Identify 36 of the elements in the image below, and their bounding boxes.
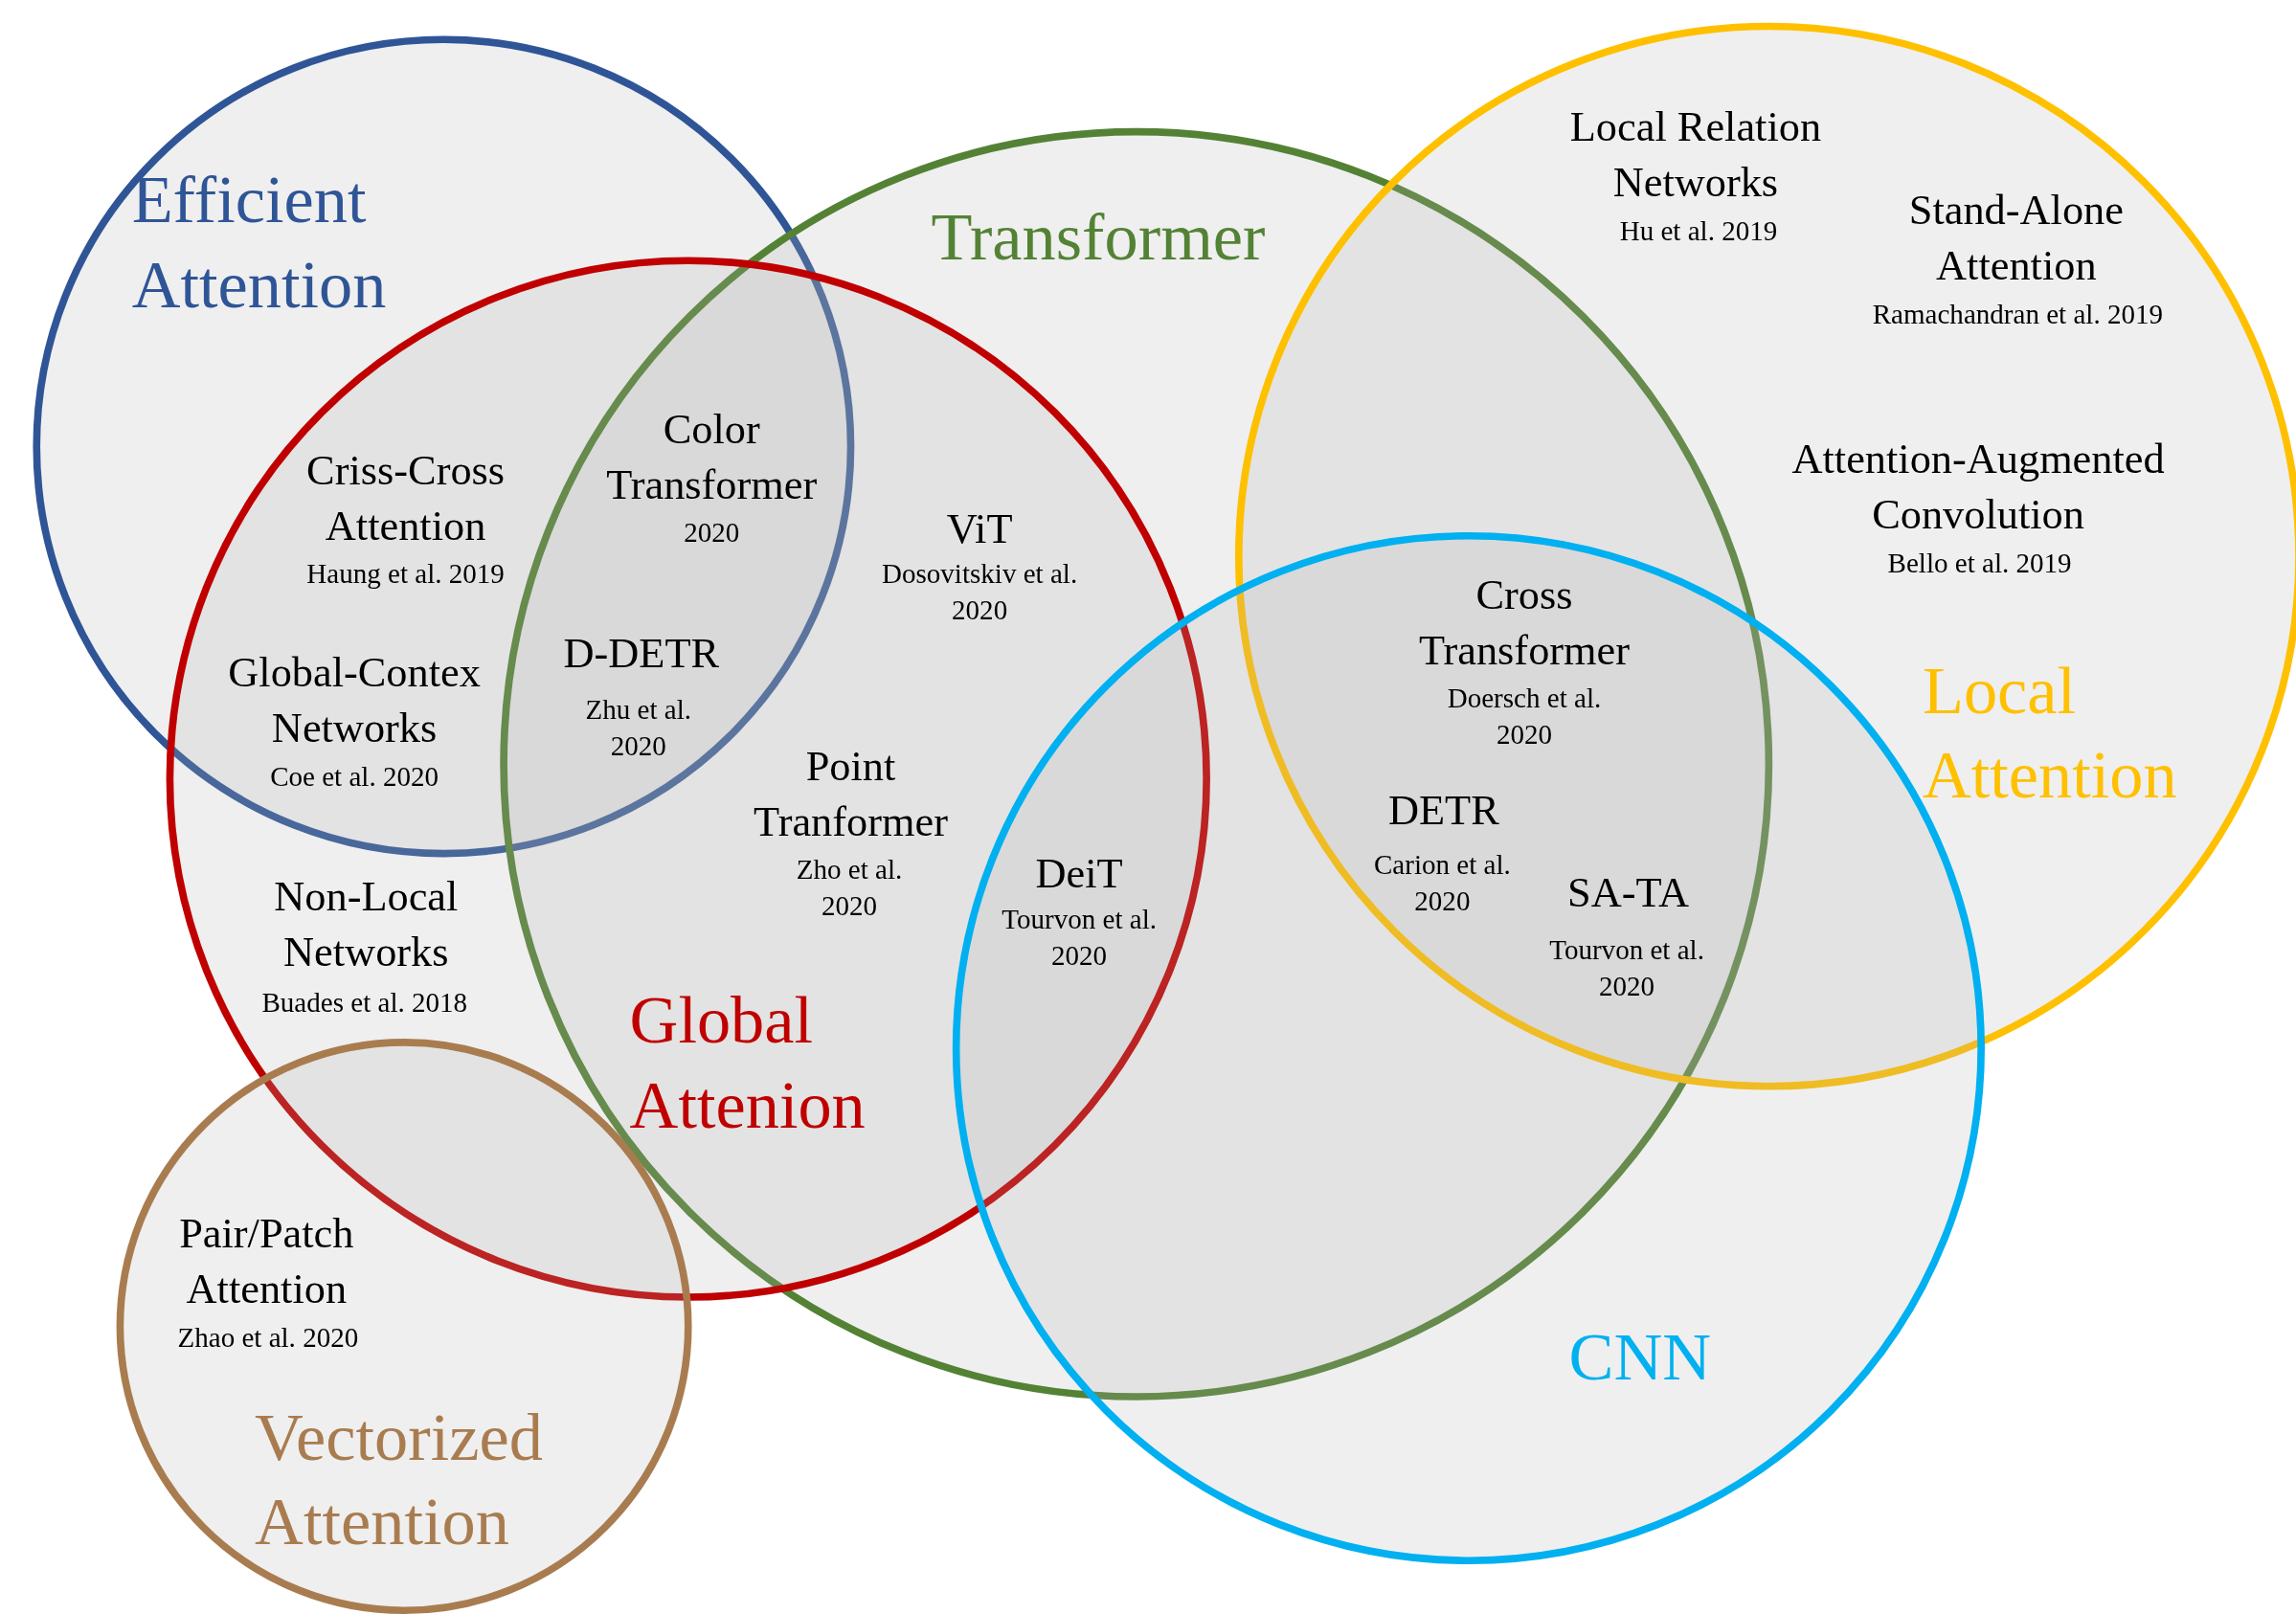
citation-text: Zho et al. 2020 [795,852,904,923]
citation-text: Dosovitskiv et al. 2020 [881,556,1079,627]
set-label: Vectorized Attention [255,1399,544,1561]
set-label: Global Attenion [629,981,867,1144]
method-name: Attention-Augmented Convolution [1790,434,2166,540]
citation-text: Zhao et al. 2020 [176,1320,360,1356]
method-name: D-DETR [562,628,721,679]
citation-text: Zhu et al. 2020 [584,692,693,764]
method-name: DETR [1387,785,1500,836]
set-label: CNN [1567,1317,1713,1396]
citation-text: Buades et al. 2018 [260,985,469,1020]
citation-text: Bello et al. 2019 [1886,546,2073,581]
citation-text: Tourvon et al. 2020 [1001,902,1158,973]
method-name: Non-Local Networks [273,871,460,977]
method-name: Criss-Cross Attention [305,445,506,551]
set-label: Efficient Attention [131,161,388,325]
method-name: DeiT [1034,848,1124,898]
method-name: Cross Transformer [1417,570,1632,676]
citation-text: 2020 [683,515,741,549]
method-name: ViT [945,504,1014,554]
citation-text: Haung et al. 2019 [305,556,506,591]
citation-text: Ramachandran et al. 2019 [1871,298,2165,332]
citation-text: Doersch et al. 2020 [1446,681,1603,751]
citation-text: Tourvon et al. 2020 [1548,932,1705,1004]
set-label: Local Attention [1922,652,2178,815]
method-name: Point Tranformer [753,741,949,847]
citation-text: Hu et al. 2019 [1618,213,1779,248]
method-name: Global-Contex Networks [227,647,482,753]
method-name: SA-TA [1566,866,1691,917]
method-name: Color Transformer [605,404,819,510]
method-name: Stand-Alone Attention [1907,185,2125,291]
method-name: Pair/Patch Attention [178,1208,355,1314]
method-name: Local Relation Networks [1568,101,1823,208]
citation-text: Carion et al. 2020 [1372,848,1512,919]
citation-text: Coe et al. 2020 [269,760,440,795]
set-label: Transformer [930,198,1267,276]
